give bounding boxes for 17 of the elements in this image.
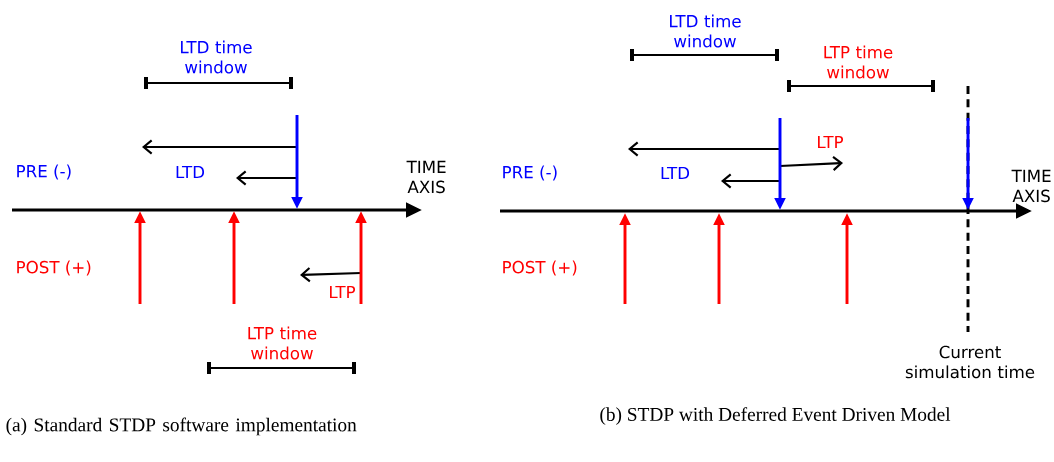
subfigure-caption: (b) STDP with Deferred Event Driven Model <box>600 407 951 425</box>
axis-label: TIME AXIS <box>406 160 446 194</box>
row-label: POST (+) <box>503 260 577 276</box>
row-label: POST (+) <box>17 260 91 276</box>
plasticity-label: LTD <box>661 166 690 180</box>
subfigure-caption: (a) Standard STDP software implementation <box>6 417 357 436</box>
row-label: PRE (-) <box>17 164 71 180</box>
plasticity-label: LTD <box>176 165 205 179</box>
time-marker-label: Current simulation time <box>905 345 1035 379</box>
plasticity-label: LTP <box>818 135 844 149</box>
row-label: PRE (-) <box>503 165 557 181</box>
window-label: LTP time window <box>824 45 893 79</box>
axis-label: TIME AXIS <box>1011 169 1051 203</box>
window-label: LTD time window <box>670 14 741 48</box>
window-label: LTP time window <box>248 326 317 360</box>
plasticity-label: LTP <box>330 285 356 299</box>
window-label: LTD time window <box>181 40 252 74</box>
